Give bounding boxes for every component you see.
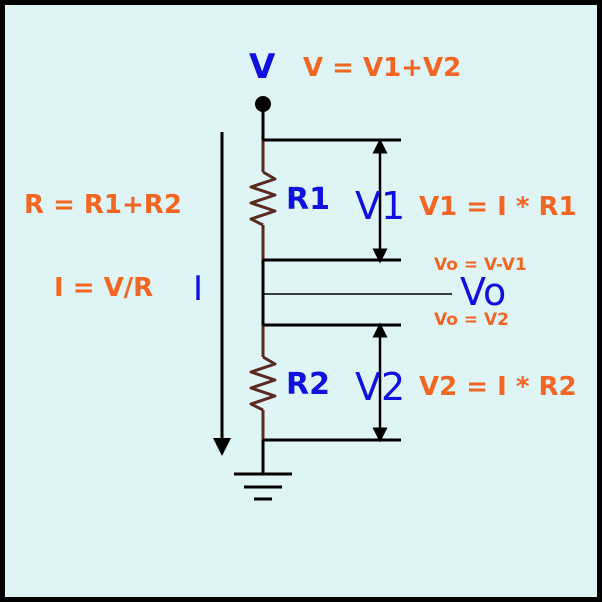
v1-formula: V1 = I * R1: [419, 192, 577, 222]
v-sum-formula: V = V1+V2: [303, 53, 461, 83]
vo-bottom-formula: Vo = V2: [434, 310, 509, 330]
r1-label: R1: [286, 182, 330, 217]
v2-label: V2: [355, 365, 405, 409]
r2-resistor-icon: [249, 325, 277, 440]
r-sum-formula: R = R1+R2: [24, 190, 182, 220]
source-label: V: [249, 47, 276, 87]
v2-formula: V2 = I * R2: [419, 372, 577, 402]
r2-label: R2: [286, 367, 330, 402]
r1-resistor-icon: [249, 140, 277, 260]
current-formula: I = V/R: [54, 273, 153, 303]
ground-icon: [234, 472, 292, 501]
vo-top-formula: Vo = V-V1: [434, 255, 527, 275]
vo-label: Vo: [460, 270, 506, 314]
v1-label: V1: [355, 184, 405, 228]
current-label: I: [193, 269, 203, 309]
